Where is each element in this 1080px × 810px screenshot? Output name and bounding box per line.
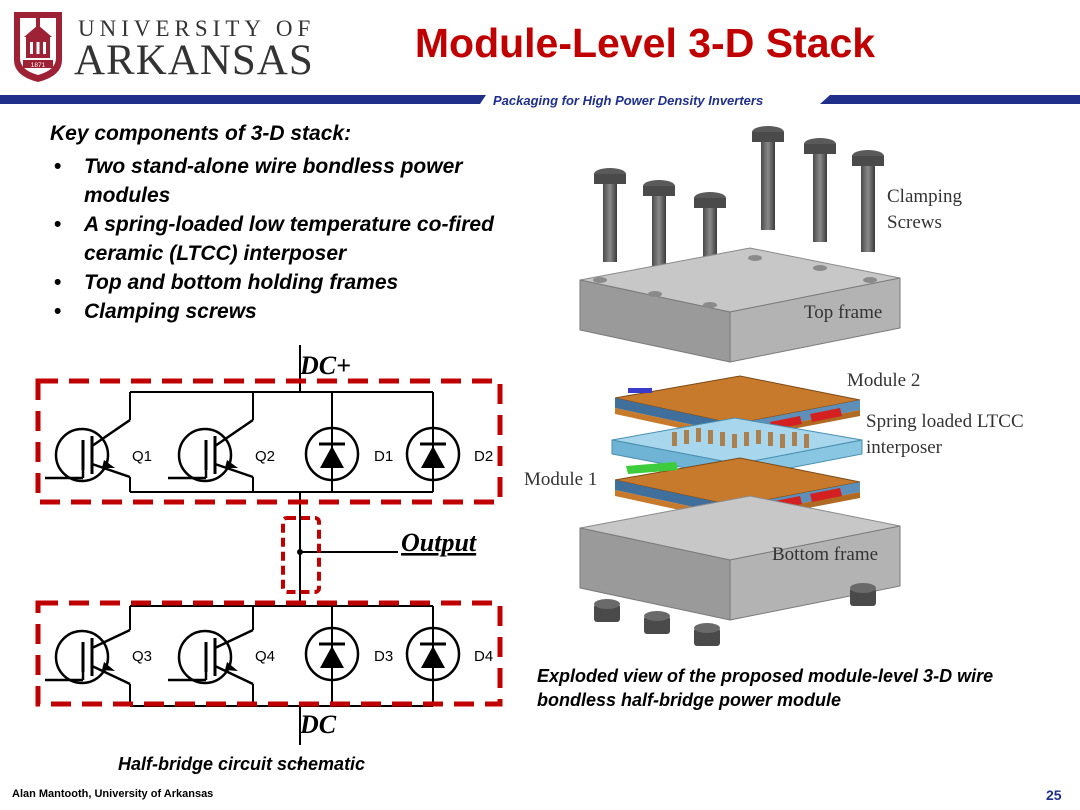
half-bridge-schematic: DC+ DC Output Q1 Q2 D1 D2 Q3 Q4 D3 D4 (35, 345, 503, 766)
screw-icon (594, 168, 626, 262)
page-number: 25 (1046, 787, 1062, 803)
nut-icon (594, 599, 620, 622)
list-item: Top and bottom holding frames (50, 268, 530, 297)
clamping-label-1: Clamping (887, 186, 962, 207)
dc-minus-label: DC (299, 710, 337, 739)
igbt-q3 (45, 628, 131, 686)
q3-label: Q3 (132, 648, 152, 665)
screw-icon (752, 126, 784, 230)
interposer-label-2: interposer (866, 437, 943, 458)
screw-icon (643, 180, 675, 284)
title-banner (0, 95, 1080, 104)
list-item: Clamping screws (50, 297, 530, 326)
d1-label: D1 (374, 448, 393, 465)
diode-d1 (304, 425, 360, 482)
university-logo: 1871 UNIVERSITY OF ARKANSAS (10, 6, 313, 86)
lower-switch-group (35, 600, 503, 707)
footer-author: Alan Mantooth, University of Arkansas (12, 788, 214, 800)
d2-label: D2 (474, 448, 493, 465)
interposer-label-1: Spring loaded LTCC (866, 411, 1024, 432)
top-frame-label: Top frame (804, 302, 882, 323)
output-label: Output (401, 528, 477, 557)
bottom-frame-label: Bottom frame (772, 544, 878, 565)
schematic-caption: Half-bridge circuit schematic (118, 754, 366, 774)
slide-subtitle: Packaging for High Power Density Inverte… (493, 93, 764, 108)
module1-label: Module 1 (524, 469, 597, 490)
d3-label: D3 (374, 648, 393, 665)
list-item: A spring-loaded low temperature co-fired… (50, 210, 530, 268)
diode-d4 (405, 626, 461, 682)
screw-icon (852, 150, 884, 252)
nuts (594, 583, 876, 646)
components-list: Two stand-alone wire bondless power modu… (50, 152, 530, 326)
diode-d2 (405, 425, 461, 482)
clamping-screws (594, 126, 884, 286)
upper-switch-group (35, 378, 503, 505)
dc-plus-label: DC+ (299, 351, 351, 380)
slide-title: Module-Level 3-D Stack (414, 20, 876, 66)
igbt-q4 (168, 628, 254, 686)
q4-label: Q4 (255, 648, 275, 665)
exploded-stack-view: Clamping Screws Top frame Module 2 Sprin… (524, 126, 1024, 646)
igbt-q2 (168, 418, 254, 483)
nut-icon (644, 611, 670, 634)
d4-label: D4 (474, 648, 493, 665)
old-main-seal-icon: 1871 (14, 12, 62, 82)
igbt-q1 (45, 418, 131, 483)
q2-label: Q2 (255, 448, 275, 465)
nut-icon (850, 583, 876, 606)
bottom-frame (579, 495, 901, 621)
logo-year: 1871 (31, 62, 46, 69)
logo-arkansas: ARKANSAS (74, 37, 314, 84)
output-node-box (281, 516, 321, 594)
top-frame (579, 247, 901, 363)
screw-icon (804, 138, 836, 242)
components-heading: Key components of 3-D stack: (50, 122, 352, 145)
clamping-label-2: Screws (887, 212, 942, 233)
list-item: Two stand-alone wire bondless power modu… (50, 152, 530, 210)
module2-label: Module 2 (847, 370, 920, 391)
diode-d3 (304, 626, 360, 682)
exploded-view-caption: Exploded view of the proposed module-lev… (537, 666, 994, 710)
nut-icon (694, 623, 720, 646)
q1-label: Q1 (132, 448, 152, 465)
logo-university-of: UNIVERSITY OF (78, 16, 316, 41)
